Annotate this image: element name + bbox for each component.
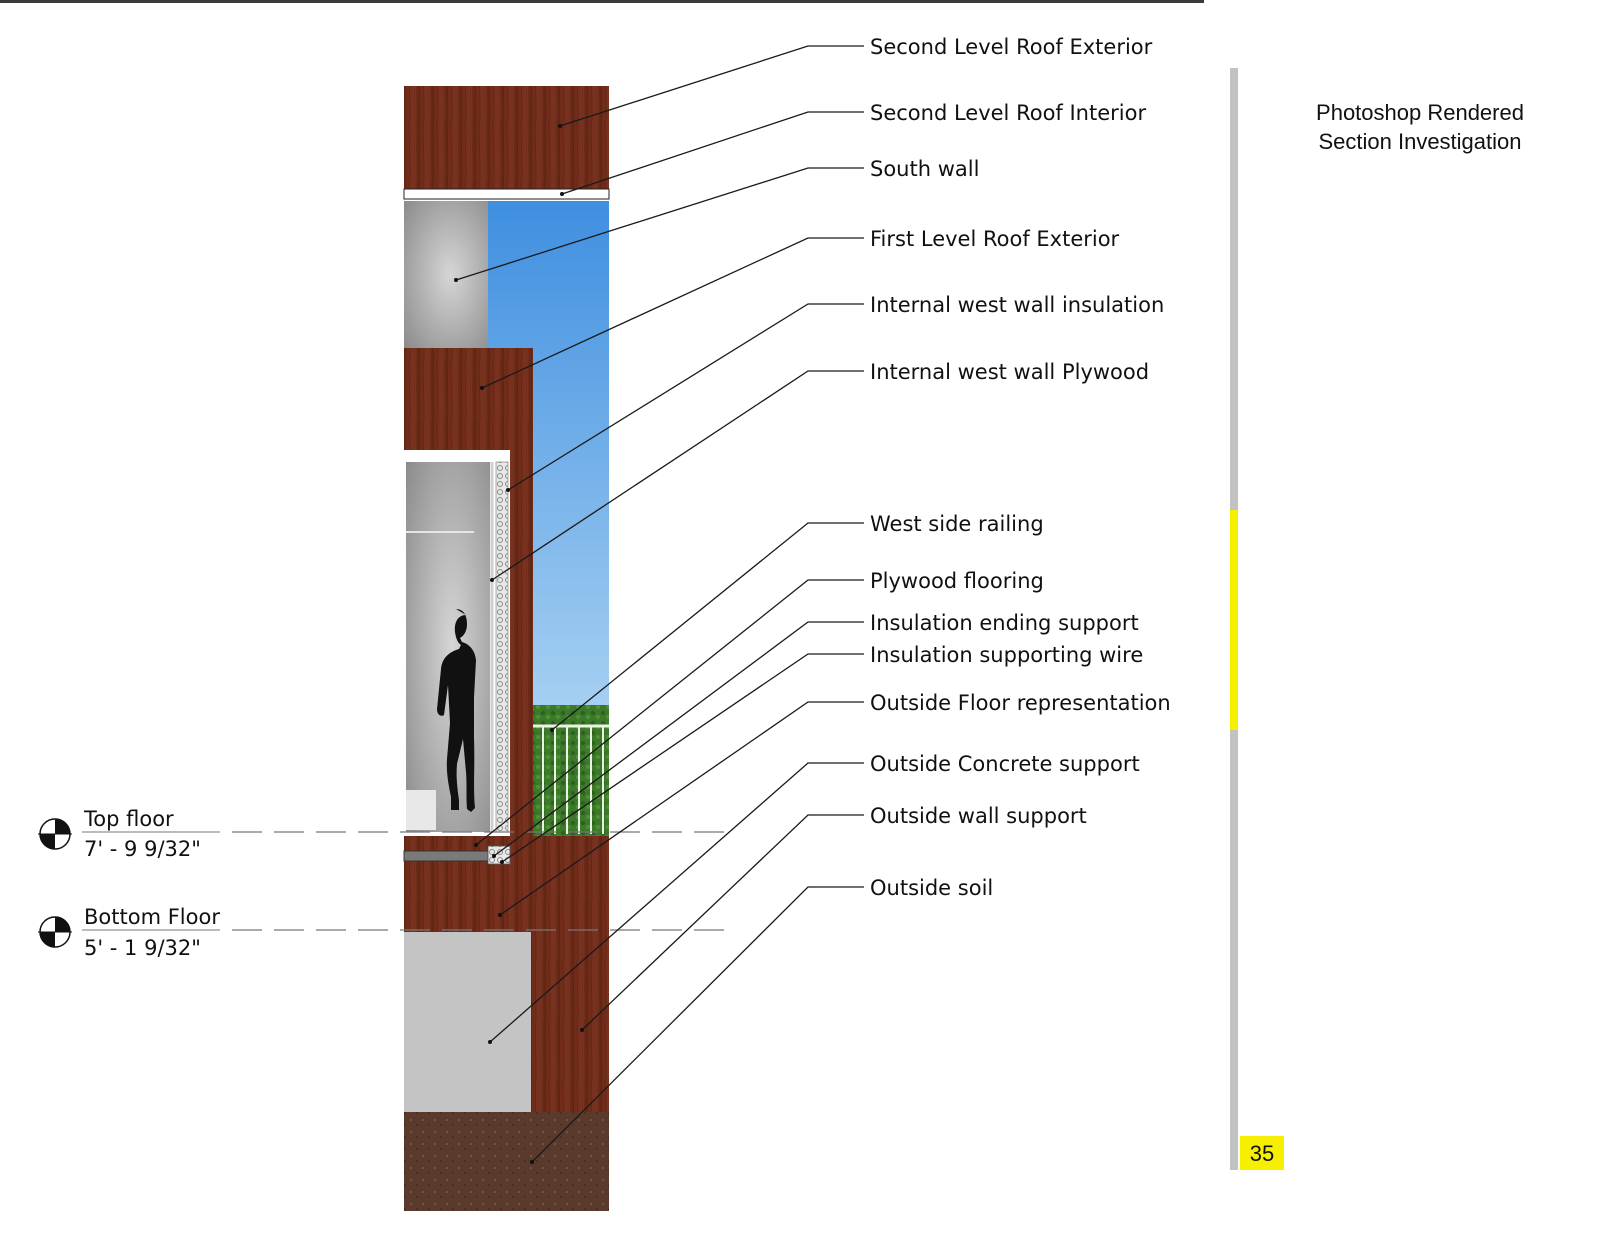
callout-leader-line: [531, 886, 864, 1163]
person-silhouette-icon: [437, 609, 476, 812]
callout-label: Internal west wall Plywood: [870, 360, 1149, 384]
level-datum-icon: [38, 818, 72, 850]
callout-label: Outside wall support: [870, 804, 1087, 828]
callout-anchor-dot: [490, 578, 494, 582]
callout-anchor-dot: [488, 1040, 492, 1044]
callout-first-level-roof-exterior: First Level Roof Exterior: [480, 227, 1120, 390]
callout-leader-line: [561, 111, 864, 195]
callout-insulation-supporting-wire: Insulation supporting wire: [500, 643, 1143, 864]
callout-anchor-dot: [480, 386, 484, 390]
callout-anchor-dot: [474, 843, 478, 847]
callout-anchor-dot: [560, 192, 564, 196]
callout-internal-west-wall-insulation: Internal west wall insulation: [506, 293, 1164, 492]
second-level-roof-interior-strip: [403, 188, 610, 200]
callout-west-side-railing: West side railing: [550, 512, 1044, 732]
callout-plywood-flooring: Plywood flooring: [474, 569, 1044, 847]
callout-leader-line: [559, 45, 864, 127]
side-title: Photoshop Rendered Section Investigation: [1290, 98, 1550, 156]
callout-anchor-dot: [530, 1160, 534, 1164]
callout-leader-line: [507, 303, 864, 491]
callout-anchor-dot: [454, 278, 458, 282]
callout-label: Second Level Roof Interior: [870, 101, 1146, 125]
callout-anchor-dot: [550, 728, 554, 732]
callout-leader-line: [489, 762, 864, 1043]
callout-leader-line: [493, 621, 864, 857]
callout-label: Second Level Roof Exterior: [870, 35, 1153, 59]
west-wall-block: [510, 450, 533, 836]
callout-anchor-dot: [492, 854, 496, 858]
callout-outside-floor-representation: Outside Floor representation: [498, 691, 1171, 917]
callout-second-level-roof-interior: Second Level Roof Interior: [560, 101, 1146, 196]
level-elevation: 5' - 1 9/32": [84, 936, 201, 960]
internal-west-wall-insulation-layer: [495, 461, 509, 833]
top-rule: [0, 0, 1204, 3]
page-number: 35: [1240, 1136, 1284, 1170]
callout-outside-wall-support: Outside wall support: [580, 804, 1087, 1032]
callout-label: West side railing: [870, 512, 1044, 536]
first-level-roof-exterior-block: [404, 348, 533, 450]
callout-label: Outside Floor representation: [870, 691, 1171, 715]
scroll-thumb[interactable]: [1230, 510, 1238, 730]
callout-anchor-dot: [580, 1028, 584, 1032]
level-marker-bottom-floor: Bottom Floor 5' - 1 9/32": [38, 905, 732, 960]
callout-leader-line: [475, 579, 864, 846]
callout-outside-soil: Outside soil: [530, 876, 993, 1164]
level-elevation: 7' - 9 9/32": [84, 837, 201, 861]
level-datum-icon: [38, 916, 72, 948]
side-title-line-2: Section Investigation: [1318, 129, 1522, 154]
insulation-ending-support-block: [487, 845, 511, 865]
callout-label: Plywood flooring: [870, 569, 1044, 593]
plywood-flooring-strip: [403, 850, 489, 862]
level-marker-top-floor: Top floor 7' - 9 9/32": [38, 807, 732, 861]
outside-wall-support-block: [531, 932, 609, 1112]
callout-south-wall: South wall: [454, 157, 979, 282]
side-title-line-1: Photoshop Rendered: [1316, 100, 1524, 125]
section-drawing: [403, 86, 610, 1211]
callout-label: Outside Concrete support: [870, 752, 1140, 776]
callout-outside-concrete-support: Outside Concrete support: [488, 752, 1140, 1044]
level-name: Top floor: [83, 807, 174, 831]
callout-leader-line: [491, 370, 864, 581]
interior-bench: [406, 790, 436, 830]
callout-leader-line: [581, 814, 864, 1031]
callout-leader-line: [551, 522, 864, 731]
callout-label: First Level Roof Exterior: [870, 227, 1120, 251]
callout-label: Insulation supporting wire: [870, 643, 1143, 667]
callout-label: Internal west wall insulation: [870, 293, 1164, 317]
callout-leader-line: [501, 653, 864, 863]
callout-label: Insulation ending support: [870, 611, 1139, 635]
callout-anchor-dot: [498, 913, 502, 917]
callout-leader-line: [455, 167, 864, 281]
level-markers: Top floor 7' - 9 9/32" Bottom Floor 5' - 1 …: [38, 807, 732, 960]
callout-internal-west-wall-plywood: Internal west wall Plywood: [490, 360, 1149, 582]
outside-soil-block: [404, 1112, 609, 1211]
callout-label: South wall: [870, 157, 979, 181]
outside-concrete-support-block: [404, 932, 531, 1112]
callout-insulation-ending-support: Insulation ending support: [492, 611, 1139, 858]
callout-second-level-roof-exterior: Second Level Roof Exterior: [558, 35, 1153, 128]
level-name: Bottom Floor: [84, 905, 220, 929]
callout-anchor-dot: [500, 860, 504, 864]
callout-leader-line: [481, 237, 864, 389]
callout-anchor-dot: [558, 124, 562, 128]
second-level-roof-exterior-block: [404, 86, 609, 189]
callout-anchor-dot: [506, 488, 510, 492]
callout-label: Outside soil: [870, 876, 993, 900]
callout-leader-line: [499, 701, 864, 916]
